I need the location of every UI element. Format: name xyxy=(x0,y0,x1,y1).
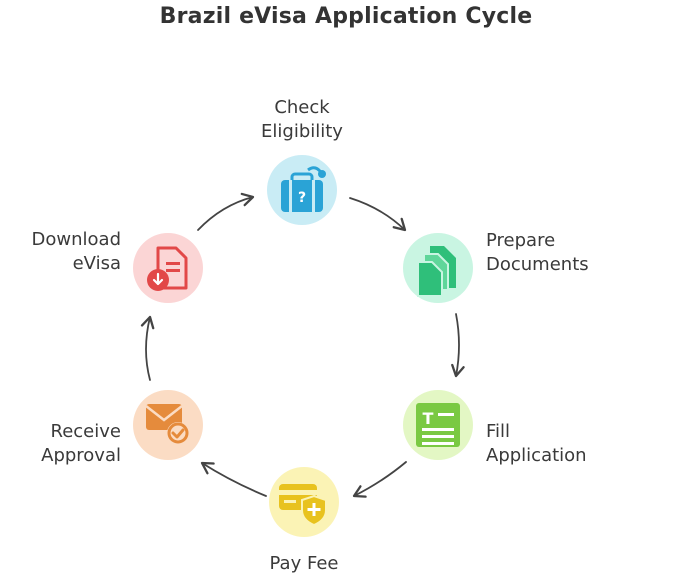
label-line: Documents xyxy=(486,254,589,275)
node-receive-approval xyxy=(133,390,203,460)
label-line: Pay Fee xyxy=(269,553,339,574)
suitcase-question-icon: ? xyxy=(281,166,326,212)
card-shield-icon xyxy=(279,484,327,527)
label-fill-application: Fill Application xyxy=(486,420,587,468)
label-line: Fill xyxy=(486,421,511,442)
arrow-download-to-check xyxy=(197,192,255,231)
label-receive-approval: Receive Approval xyxy=(41,420,121,468)
svg-text:?: ? xyxy=(298,190,306,206)
label-pay-fee: Pay Fee xyxy=(254,552,354,576)
label-line: Check xyxy=(274,97,330,118)
label-line: Download xyxy=(31,229,121,250)
arrow-prepare-to-fill xyxy=(451,313,465,378)
label-check-eligibility: Check Eligibility xyxy=(252,96,352,144)
label-prepare-documents: Prepare Documents xyxy=(486,229,589,277)
node-check-eligibility: ? xyxy=(267,155,337,225)
label-line: Approval xyxy=(41,445,121,466)
label-line: Prepare xyxy=(486,230,556,251)
label-line: Application xyxy=(486,445,587,466)
cycle-arrows xyxy=(140,192,465,498)
document-download-icon xyxy=(147,246,188,291)
arrow-check-to-prepare xyxy=(349,197,407,232)
node-pay-fee xyxy=(269,467,339,537)
label-line: Eligibility xyxy=(261,121,343,142)
label-line: eVisa xyxy=(72,253,121,274)
arrow-receive-to-download xyxy=(140,315,155,381)
svg-text:T: T xyxy=(423,409,434,428)
label-line: Receive xyxy=(50,421,121,442)
documents-stack-icon xyxy=(417,246,456,297)
envelope-check-icon xyxy=(145,404,189,444)
node-prepare-documents xyxy=(403,233,473,303)
arrow-fill-to-pay xyxy=(352,461,407,498)
text-form-icon: T xyxy=(416,403,460,447)
arrow-pay-to-receive xyxy=(200,461,267,497)
diagram-title: Brazil eVisa Application Cycle xyxy=(159,4,533,29)
node-download-evisa xyxy=(133,233,203,303)
label-download-evisa: Download eVisa xyxy=(32,228,121,276)
node-fill-application: T xyxy=(403,390,473,460)
